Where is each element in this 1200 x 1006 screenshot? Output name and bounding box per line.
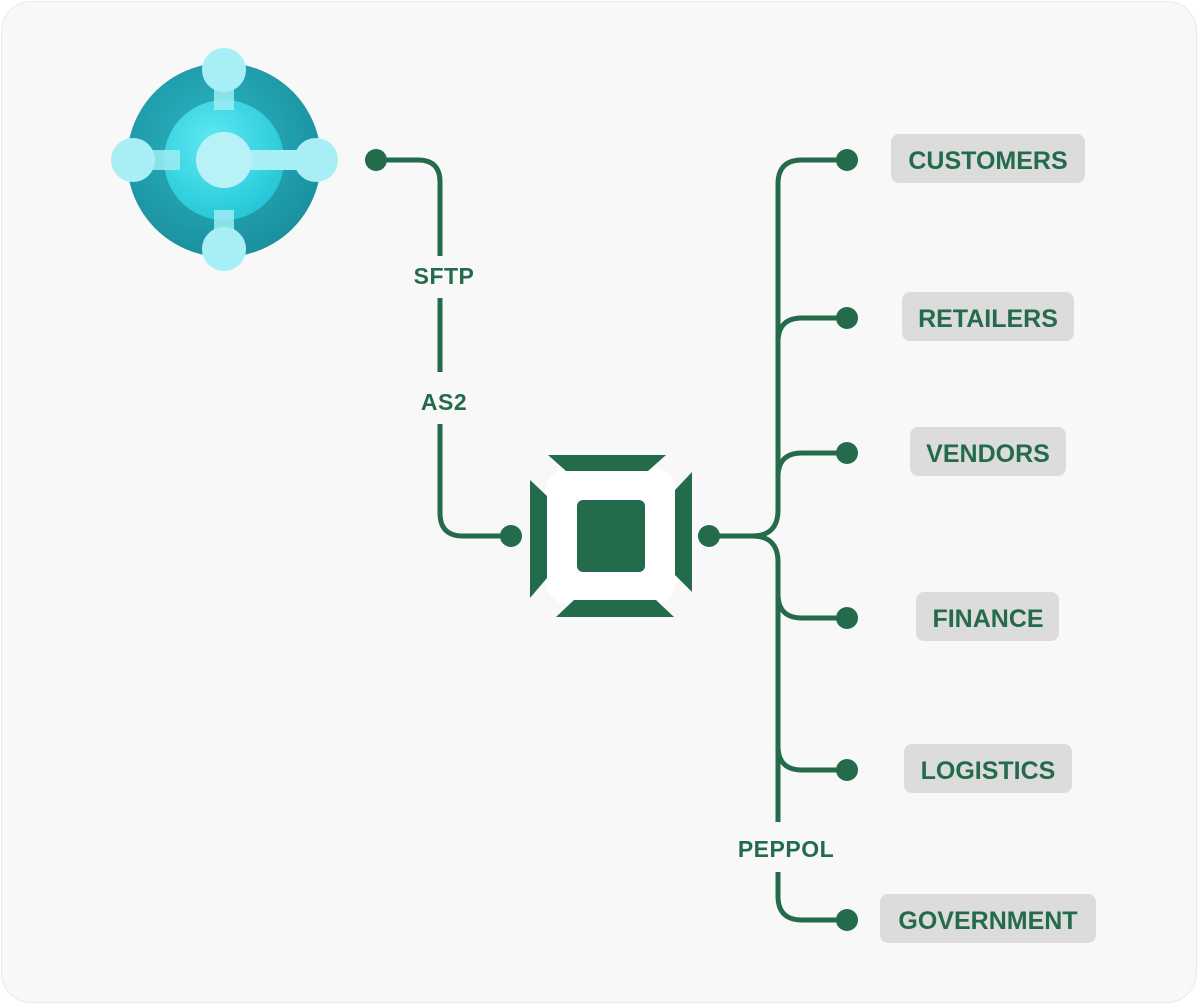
business-central-logo-icon <box>111 48 338 271</box>
target-label: FINANCE <box>932 605 1043 633</box>
target-vendors: VENDORS <box>910 427 1066 476</box>
target-label: LOGISTICS <box>921 757 1056 785</box>
target-label: RETAILERS <box>918 305 1058 333</box>
peppol-label: PEPPOL <box>738 836 834 862</box>
target-customers: CUSTOMERS <box>891 134 1085 183</box>
edi-hub-icon <box>530 455 692 617</box>
target-finance: FINANCE <box>916 592 1059 641</box>
retailers-dot <box>836 307 858 329</box>
as2-label: AS2 <box>421 389 467 415</box>
source-dot <box>365 149 387 171</box>
hub-input-dot <box>500 525 522 547</box>
sftp-label: SFTP <box>414 263 475 289</box>
source-connector <box>365 149 522 547</box>
target-retailers: RETAILERS <box>902 292 1074 341</box>
target-label: VENDORS <box>926 440 1050 468</box>
logistics-dot <box>836 759 858 781</box>
target-label: GOVERNMENT <box>898 907 1077 935</box>
distribution-connector <box>698 149 858 931</box>
target-logistics: LOGISTICS <box>904 744 1072 793</box>
customers-dot <box>836 149 858 171</box>
target-label: CUSTOMERS <box>908 147 1067 175</box>
government-dot <box>836 909 858 931</box>
vendors-dot <box>836 442 858 464</box>
target-government: GOVERNMENT <box>880 894 1096 943</box>
finance-dot <box>836 607 858 629</box>
